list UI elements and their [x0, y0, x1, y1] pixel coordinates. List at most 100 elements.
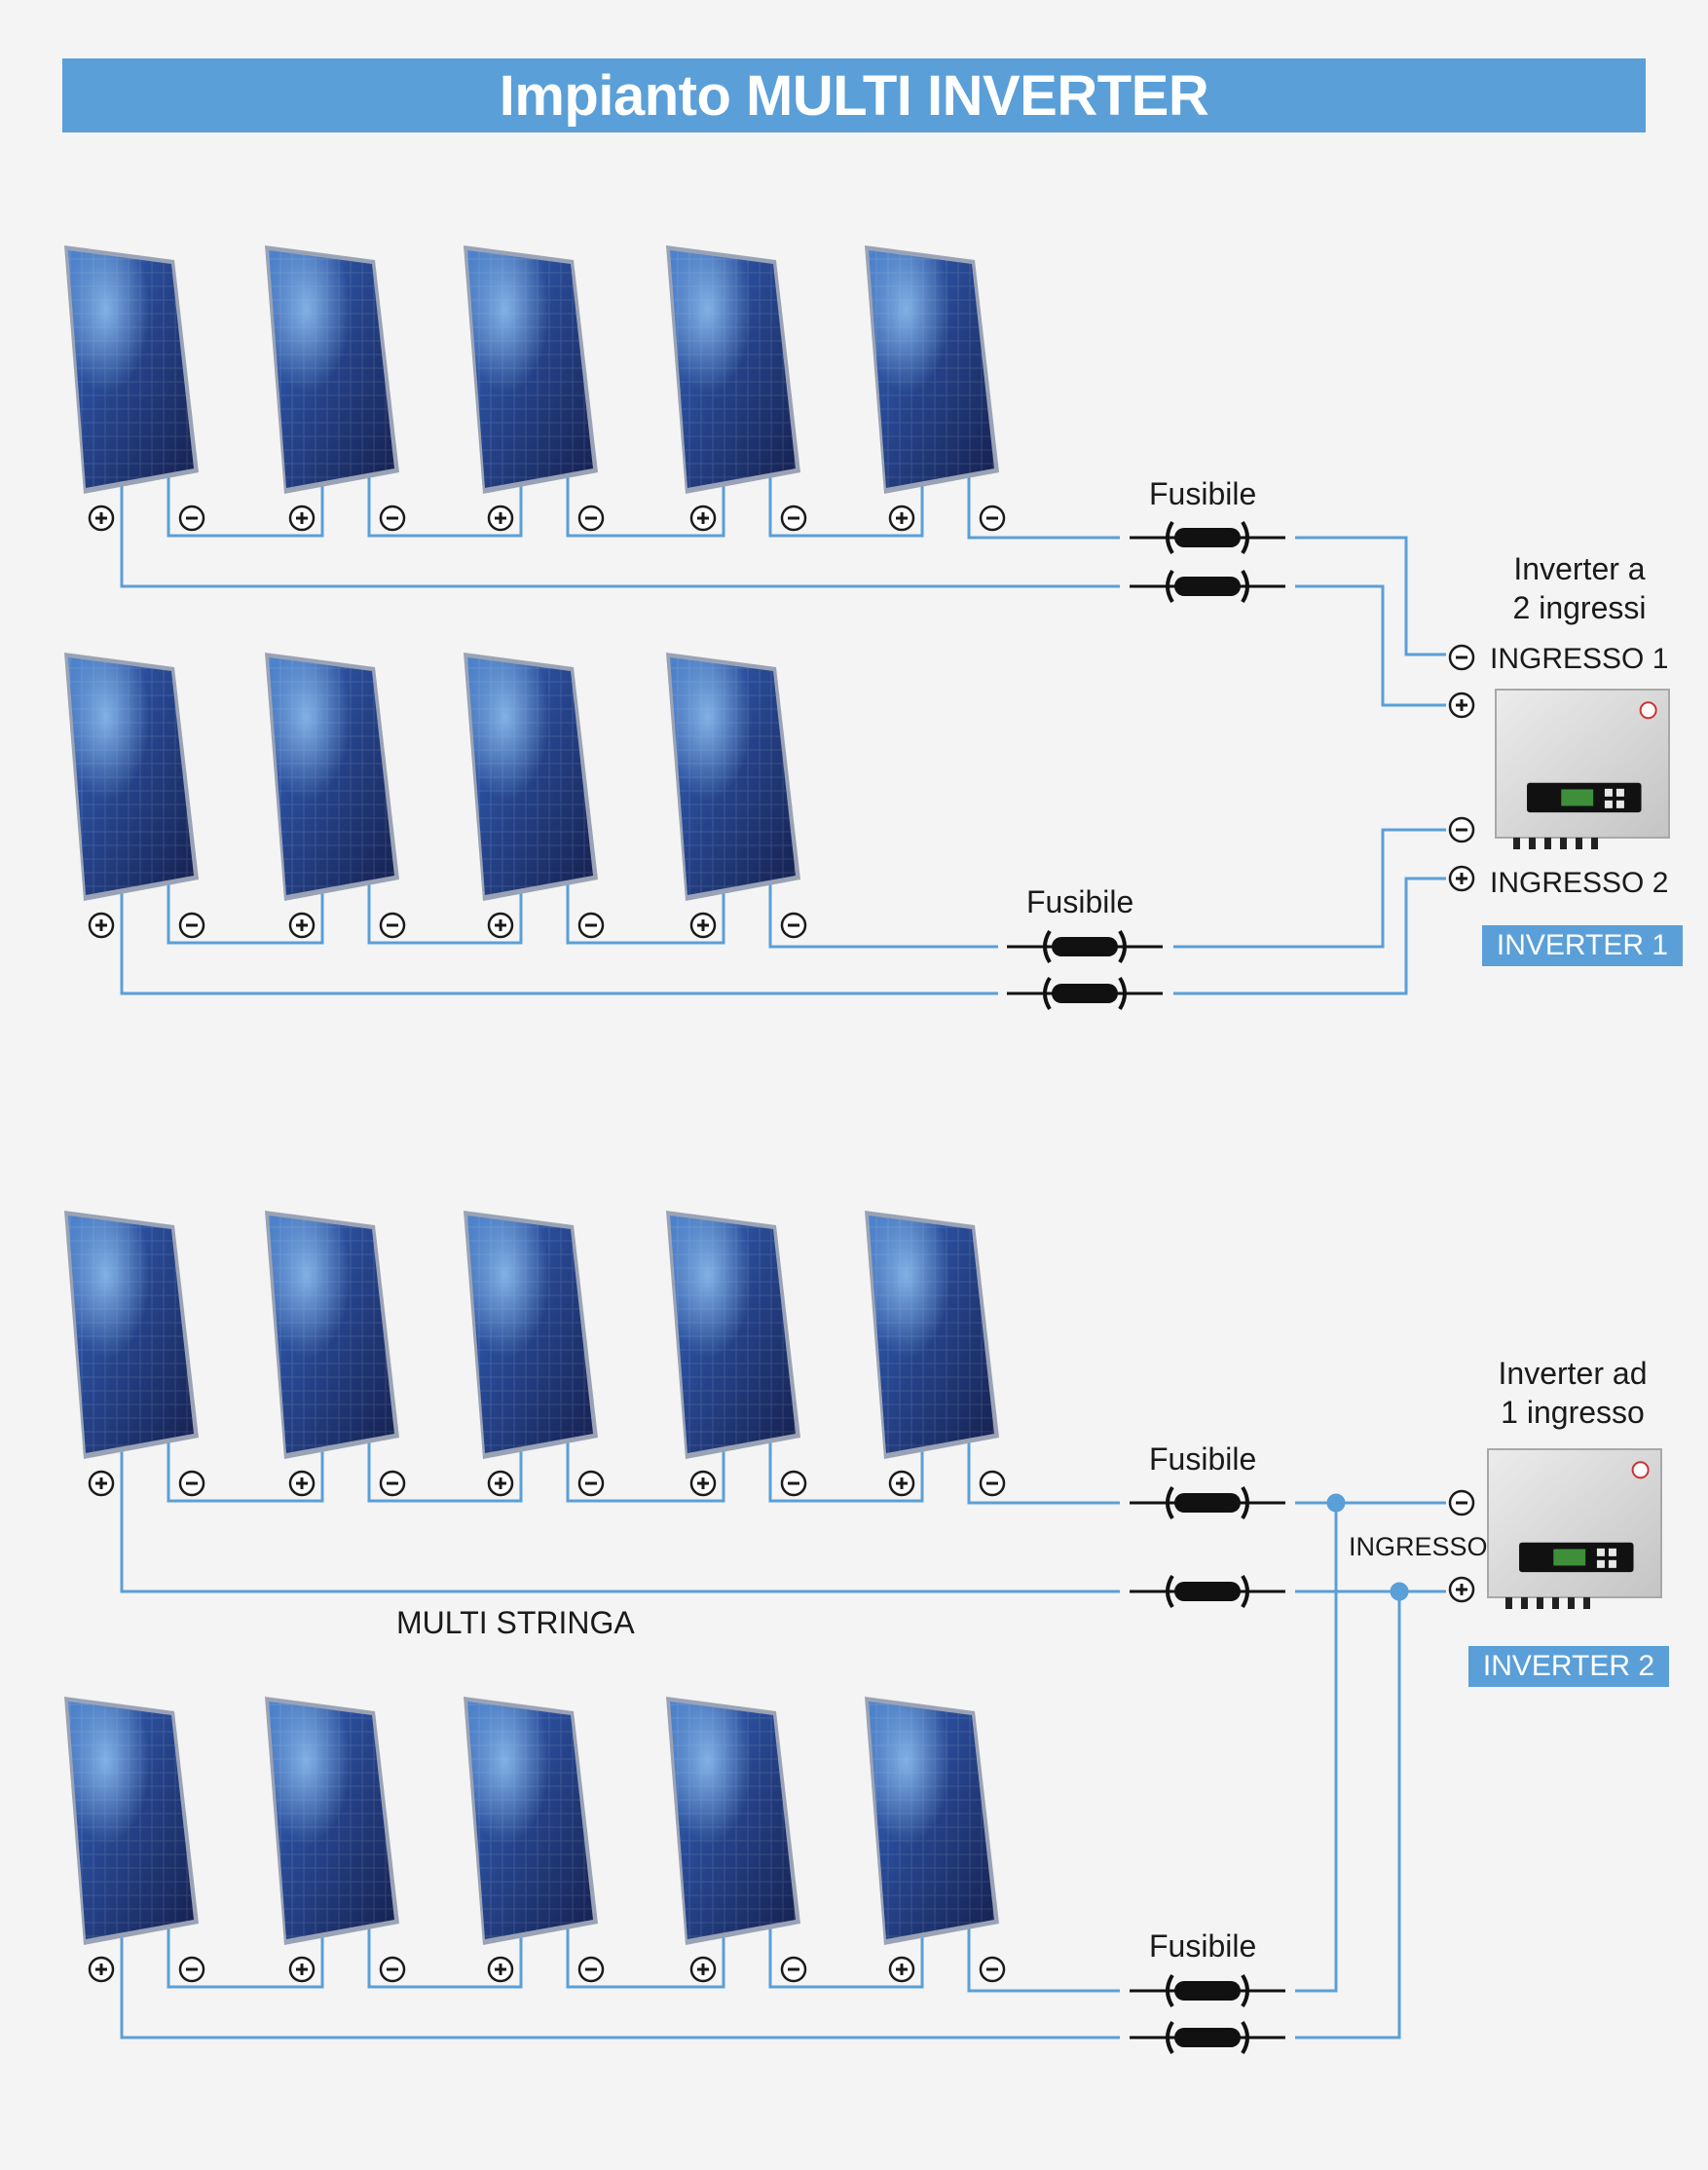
terminal-minus-r2-1	[178, 912, 205, 939]
string1-negative-wire	[967, 484, 1120, 540]
terminal-plus-r3-5	[888, 1470, 915, 1497]
series-link-r3-3	[566, 1449, 725, 1503]
terminal-minus-r2-4	[780, 912, 807, 939]
inverter1-caption-line1: Inverter a	[1513, 551, 1646, 586]
fuse-s1-pos	[1130, 569, 1285, 604]
string4-pos-riser	[1295, 1591, 1401, 2039]
terminal-plus-r2-3	[487, 912, 514, 939]
solar-panel-r4-3	[464, 1697, 598, 1945]
terminal-plus-r2-2	[288, 912, 316, 939]
solar-panel-r1-1	[64, 245, 199, 494]
string1-to-input1-pos	[1295, 584, 1446, 707]
inverter2-input-label: INGRESSO	[1349, 1532, 1488, 1561]
fuse-s3-neg	[1130, 1485, 1285, 1520]
fuse-s4-pos	[1130, 2020, 1285, 2055]
series-link-r1-2	[367, 484, 523, 538]
fuse-s1-neg	[1130, 520, 1285, 555]
fuse-label-4: Fusibile	[1149, 1928, 1257, 1964]
solar-panel-r2-4	[666, 653, 800, 901]
series-link-r3-4	[768, 1449, 924, 1503]
terminal-plus-r4-1	[88, 1956, 115, 1983]
inverter1-caption: Inverter a 2 ingressi	[1482, 549, 1677, 627]
string4-negative-wire	[967, 1935, 1120, 1993]
inverter1-input1-minus	[1448, 644, 1475, 671]
terminal-minus-r1-2	[379, 505, 406, 532]
string2-positive-wire	[120, 896, 998, 995]
series-link-r3-1	[167, 1449, 324, 1503]
terminal-plus-r1-2	[288, 505, 316, 532]
inverter1-input2-label: INGRESSO 2	[1490, 867, 1669, 899]
string2-to-input2-pos	[1173, 877, 1446, 995]
solar-panel-r2-2	[265, 653, 399, 901]
terminal-minus-r4-1	[178, 1956, 205, 1983]
series-link-r1-1	[167, 484, 324, 538]
string4-neg-riser	[1295, 1503, 1338, 1993]
series-link-r1-3	[566, 484, 725, 538]
terminal-minus-r1-3	[577, 505, 605, 532]
inverter2-body-logo-icon	[1631, 1461, 1650, 1479]
inverter2-caption-line1: Inverter ad	[1498, 1356, 1648, 1391]
terminal-plus-r2-4	[689, 912, 717, 939]
series-link-r3-2	[367, 1449, 523, 1503]
terminals	[88, 505, 1475, 1983]
terminal-minus-r1-5	[979, 505, 1006, 532]
solar-panel-r3-3	[464, 1211, 598, 1459]
terminal-plus-r3-2	[288, 1470, 316, 1497]
terminal-plus-r3-1	[88, 1470, 115, 1497]
solar-panel-r2-3	[464, 653, 598, 901]
terminal-minus-r3-3	[577, 1470, 605, 1497]
inverter2-caption: Inverter ad 1 ingresso	[1475, 1354, 1670, 1432]
terminal-minus-r2-2	[379, 912, 406, 939]
terminal-minus-r3-4	[780, 1470, 807, 1497]
solar-panel-r1-3	[464, 245, 598, 494]
wires	[120, 477, 1446, 2039]
string3-negative-wire	[967, 1449, 1120, 1505]
fuse-label-1: Fusibile	[1149, 476, 1257, 511]
series-link-r4-3	[566, 1935, 725, 1989]
inverter1-input2-plus	[1448, 865, 1475, 892]
series-link-r4-1	[167, 1935, 324, 1989]
terminal-plus-r1-5	[888, 505, 915, 532]
terminal-plus-r4-3	[487, 1956, 514, 1983]
terminal-minus-r4-4	[780, 1956, 807, 1983]
solar-panel-r2-1	[64, 653, 199, 901]
inverter2-input-minus	[1448, 1489, 1475, 1516]
inverter2-body	[1487, 1448, 1662, 1609]
panels	[64, 245, 999, 1945]
inverter1-caption-line2: 2 ingressi	[1512, 590, 1647, 625]
solar-panel-r3-1	[64, 1211, 199, 1459]
terminal-plus-r4-5	[888, 1956, 915, 1983]
inverter1-body	[1495, 689, 1670, 849]
solar-panel-r4-2	[265, 1697, 399, 1945]
multi-string-label: MULTI STRINGA	[396, 1605, 635, 1640]
terminal-minus-r4-2	[379, 1956, 406, 1983]
series-link-r2-2	[367, 891, 523, 945]
junction-positive	[1390, 1582, 1409, 1601]
inverter2-input-plus	[1448, 1576, 1475, 1603]
string3-positive-wire	[120, 1454, 1120, 1593]
series-link-r4-4	[768, 1935, 924, 1989]
fuse-s4-neg	[1130, 1973, 1285, 2008]
solar-panel-r4-1	[64, 1697, 199, 1945]
solar-panel-r1-2	[265, 245, 399, 494]
terminal-minus-r3-1	[178, 1470, 205, 1497]
terminal-minus-r2-3	[577, 912, 605, 939]
terminal-minus-r3-2	[379, 1470, 406, 1497]
series-link-r1-4	[768, 484, 924, 538]
inverter1-badge: INVERTER 1	[1482, 925, 1683, 966]
inverter2-badge: INVERTER 2	[1468, 1646, 1669, 1687]
junction-negative	[1326, 1493, 1346, 1513]
fuse-s2-neg	[1007, 929, 1163, 964]
inverter1-input1-plus	[1448, 692, 1475, 719]
fuse-label-2: Fusibile	[1026, 884, 1134, 919]
series-link-r2-1	[167, 891, 324, 945]
terminal-minus-r1-4	[780, 505, 807, 532]
fuse-s2-pos	[1007, 976, 1163, 1011]
terminal-plus-r1-3	[487, 505, 514, 532]
inverter2-caption-line2: 1 ingresso	[1501, 1395, 1645, 1430]
terminal-minus-r4-3	[577, 1956, 605, 1983]
inverters	[1487, 689, 1670, 1609]
string1-positive-wire	[120, 489, 1120, 588]
solar-panel-r3-5	[865, 1211, 999, 1459]
